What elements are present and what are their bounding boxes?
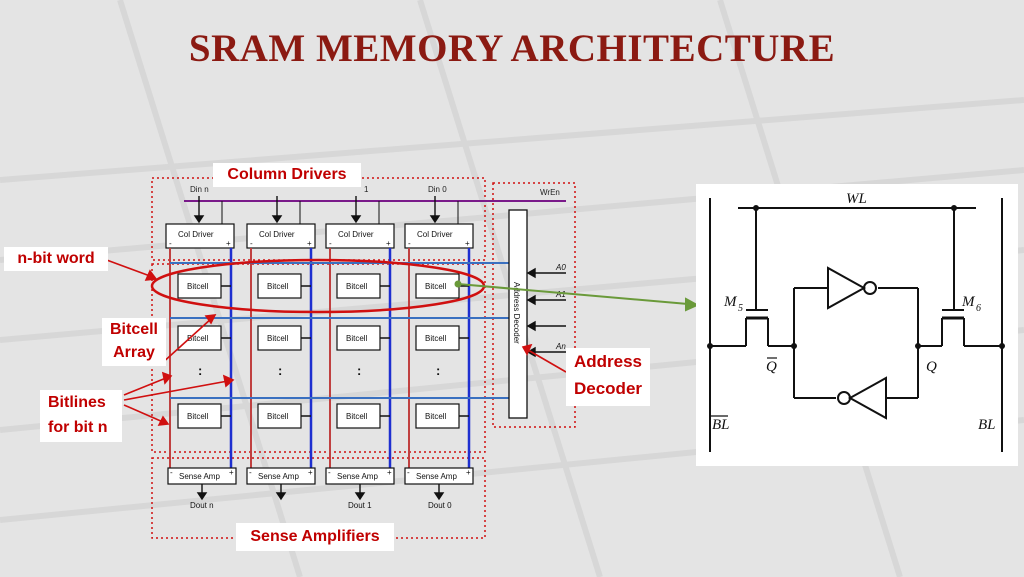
sense-amp-label: Sense Amp — [416, 472, 457, 481]
sense-amp-label: Sense Amp — [179, 472, 220, 481]
sense-amplifiers-region — [151, 457, 486, 539]
bitcell-label: Bitcell — [187, 282, 209, 291]
plus-sign: + — [308, 468, 313, 477]
ellipsis-dots: : — [436, 363, 440, 378]
dout-n-label: Dout n — [190, 501, 214, 510]
minus-sign: - — [329, 239, 332, 248]
address-decoder-region — [492, 182, 576, 428]
address-decoder-callout-line2: Decoder — [573, 379, 643, 398]
bitcell-array-callout-line2: Array — [113, 344, 155, 361]
plus-sign: + — [465, 239, 470, 248]
sram-cell-svg: WL M 5 M 6 Q Q BL BL — [707, 191, 1005, 452]
address-decoder-label: Address Decoder — [512, 282, 521, 344]
din-n-label: Din n — [190, 185, 209, 194]
sram-cell-schematic: WL M 5 M 6 Q Q BL BL — [696, 184, 1018, 466]
bitcell-label: Bitcell — [346, 282, 368, 291]
bitcell-label: Bitcell — [425, 282, 447, 291]
bitcell-label: Bitcell — [187, 412, 209, 421]
ellipsis-dots: : — [198, 363, 202, 378]
bitcell-array-callout: Bitcell Array — [102, 318, 166, 366]
address-decoder-callout-line1: Address — [573, 352, 643, 371]
bitlines-callout-line2: for bit n — [48, 419, 108, 436]
bitcell-label: Bitcell — [425, 412, 447, 421]
bitcell-label: Bitcell — [267, 334, 289, 343]
plus-sign: + — [386, 239, 391, 248]
n-bit-word-callout: n-bit word — [4, 247, 108, 271]
addr-an-label: An — [555, 342, 566, 351]
col-driver-label: Col Driver — [259, 230, 295, 239]
sense-amplifiers-callout: Sense Amplifiers — [236, 523, 394, 551]
plus-sign: + — [307, 239, 312, 248]
din-1-label: 1 — [364, 185, 369, 194]
minus-sign: - — [407, 468, 410, 477]
q-label: Q — [926, 359, 937, 375]
page-title: SRAM MEMORY ARCHITECTURE — [188, 27, 836, 70]
col-driver-label: Col Driver — [178, 230, 214, 239]
bitcell-array-callout-line1: Bitcell — [109, 321, 158, 338]
minus-sign: - — [328, 468, 331, 477]
minus-sign: - — [250, 239, 253, 248]
bitlines-callout-line1: Bitlines — [48, 394, 106, 411]
column-drivers-callout: Column Drivers — [213, 163, 361, 187]
bitcell-label: Bitcell — [267, 282, 289, 291]
sense-amp-label: Sense Amp — [337, 472, 378, 481]
sense-amp-label: Sense Amp — [258, 472, 299, 481]
qbar-label: Q — [766, 359, 777, 375]
bitlines-callout: Bitlines for bit n — [40, 390, 122, 442]
bitcell-label: Bitcell — [187, 334, 209, 343]
ellipsis-dots: : — [357, 363, 361, 378]
bitcell-label: Bitcell — [425, 334, 447, 343]
minus-sign: - — [249, 468, 252, 477]
col-drivers-row — [165, 223, 474, 249]
dout-1-label: Dout 1 — [348, 501, 372, 510]
m6-label: M — [961, 294, 976, 310]
minus-sign: - — [170, 468, 173, 477]
din-0-label: Din 0 — [428, 185, 447, 194]
bitcell-label: Bitcell — [267, 412, 289, 421]
bitcell-label: Bitcell — [346, 412, 368, 421]
bitcell-label: Bitcell — [346, 334, 368, 343]
blbar-label: BL — [712, 417, 730, 433]
addr-a1-label: A1 — [555, 290, 566, 299]
m5-subscript: 5 — [738, 303, 743, 314]
wren-label: WrEn — [540, 188, 560, 197]
address-decoder-callout: Address Decoder — [566, 348, 650, 406]
address-decoder-block — [508, 209, 528, 419]
bitcell-grid — [177, 273, 460, 429]
wl-label: WL — [846, 191, 867, 207]
minus-sign: - — [408, 239, 411, 248]
minus-sign: - — [169, 239, 172, 248]
plus-sign: + — [226, 239, 231, 248]
bl-label: BL — [978, 417, 996, 433]
m6-subscript: 6 — [976, 303, 981, 314]
col-driver-label: Col Driver — [417, 230, 453, 239]
addr-a0-label: A0 — [555, 263, 566, 272]
col-driver-label: Col Driver — [338, 230, 374, 239]
m5-label: M — [723, 294, 738, 310]
plus-sign: + — [229, 468, 234, 477]
ellipsis-dots: : — [278, 363, 282, 378]
plus-sign: + — [466, 468, 471, 477]
dout-0-label: Dout 0 — [428, 501, 452, 510]
plus-sign: + — [387, 468, 392, 477]
